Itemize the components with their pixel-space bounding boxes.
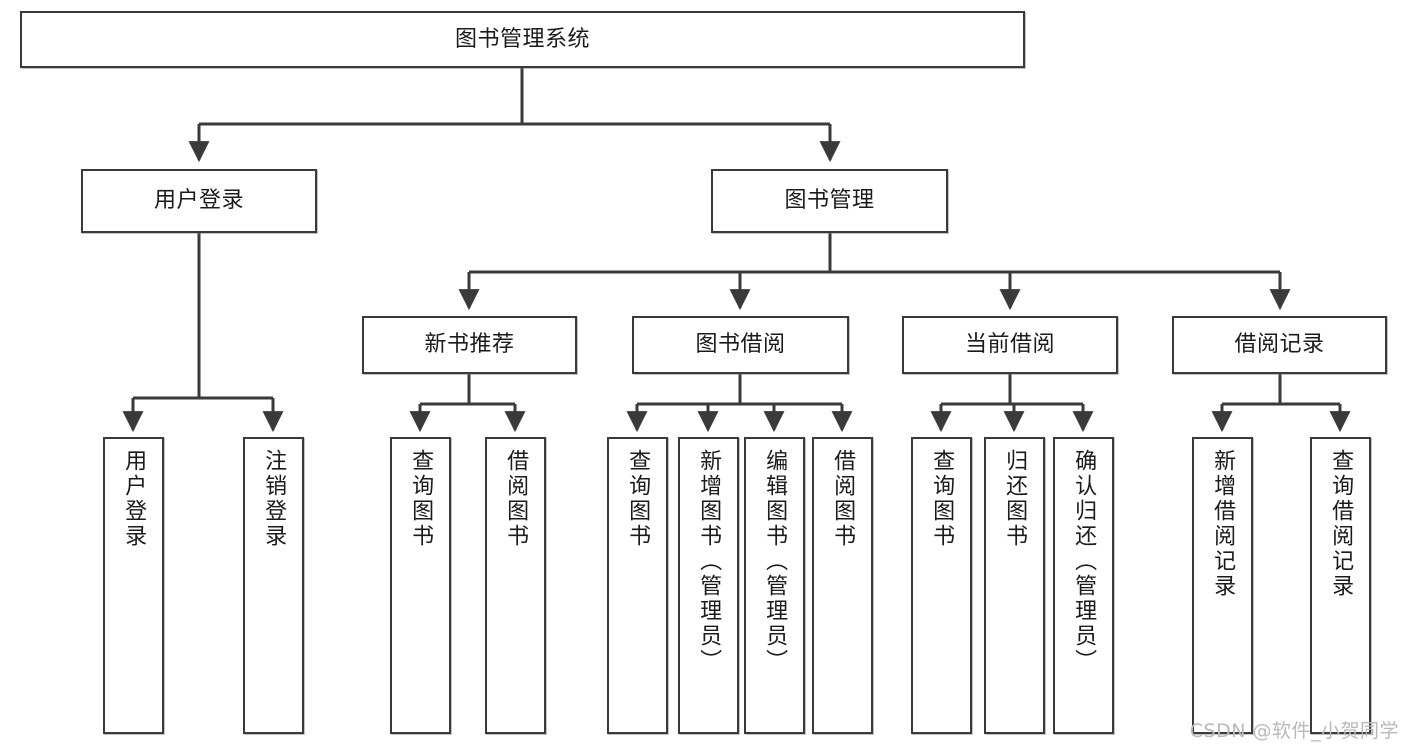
node-leaf-borrow-book-1-label: 借阅图书 bbox=[503, 449, 529, 549]
node-leaf-borrow-book-2[interactable]: 借阅图书 bbox=[812, 437, 873, 734]
node-leaf-query-book-2[interactable]: 查询图书 bbox=[607, 437, 668, 734]
node-leaf-borrow-book-2-label: 借阅图书 bbox=[830, 449, 856, 549]
node-current-borrow[interactable]: 当前借阅 bbox=[902, 316, 1118, 374]
node-leaf-query-book-1-label: 查询图书 bbox=[408, 449, 434, 549]
node-leaf-return-book[interactable]: 归还图书 bbox=[984, 437, 1045, 734]
node-leaf-confirm-return-label: 确认归还（管理员） bbox=[1071, 449, 1097, 674]
node-leaf-query-book-1[interactable]: 查询图书 bbox=[390, 437, 451, 734]
node-book-manage-label: 图书管理 bbox=[784, 188, 875, 214]
node-leaf-query-book-3-label: 查询图书 bbox=[929, 449, 955, 549]
node-leaf-add-record[interactable]: 新增借阅记录 bbox=[1192, 437, 1253, 734]
node-leaf-add-book[interactable]: 新增图书（管理员） bbox=[678, 437, 739, 734]
node-root-label: 图书管理系统 bbox=[454, 26, 590, 52]
node-borrow-record-label: 借阅记录 bbox=[1234, 332, 1325, 358]
node-leaf-borrow-book-1[interactable]: 借阅图书 bbox=[485, 437, 546, 734]
node-leaf-query-book-2-label: 查询图书 bbox=[625, 449, 651, 549]
node-leaf-query-record[interactable]: 查询借阅记录 bbox=[1310, 437, 1371, 734]
node-leaf-user-logout-label: 注销登录 bbox=[261, 449, 287, 549]
node-leaf-user-logout[interactable]: 注销登录 bbox=[243, 437, 304, 734]
node-user-login-label: 用户登录 bbox=[153, 188, 244, 214]
node-book-borrow[interactable]: 图书借阅 bbox=[632, 316, 849, 374]
node-root[interactable]: 图书管理系统 bbox=[20, 11, 1025, 68]
node-book-borrow-label: 图书借阅 bbox=[695, 332, 786, 358]
node-leaf-query-record-label: 查询借阅记录 bbox=[1328, 449, 1354, 599]
node-leaf-confirm-return[interactable]: 确认归还（管理员） bbox=[1053, 437, 1114, 734]
node-leaf-add-record-label: 新增借阅记录 bbox=[1210, 449, 1236, 599]
node-current-borrow-label: 当前借阅 bbox=[964, 332, 1055, 358]
node-leaf-user-login[interactable]: 用户登录 bbox=[103, 437, 164, 734]
node-leaf-query-book-3[interactable]: 查询图书 bbox=[911, 437, 972, 734]
node-leaf-user-login-label: 用户登录 bbox=[121, 449, 147, 549]
node-leaf-edit-book-label: 编辑图书（管理员） bbox=[762, 449, 788, 674]
node-leaf-return-book-label: 归还图书 bbox=[1002, 449, 1028, 549]
csdn-watermark: CSDN @软件_小贺同学 bbox=[1189, 720, 1399, 742]
node-new-book-recommend-label: 新书推荐 bbox=[424, 332, 515, 358]
node-leaf-add-book-label: 新增图书（管理员） bbox=[696, 449, 722, 674]
node-new-book-recommend[interactable]: 新书推荐 bbox=[362, 316, 577, 374]
node-user-login[interactable]: 用户登录 bbox=[81, 169, 317, 233]
node-leaf-edit-book[interactable]: 编辑图书（管理员） bbox=[744, 437, 805, 734]
node-book-manage[interactable]: 图书管理 bbox=[711, 169, 948, 233]
node-borrow-record[interactable]: 借阅记录 bbox=[1172, 316, 1387, 374]
